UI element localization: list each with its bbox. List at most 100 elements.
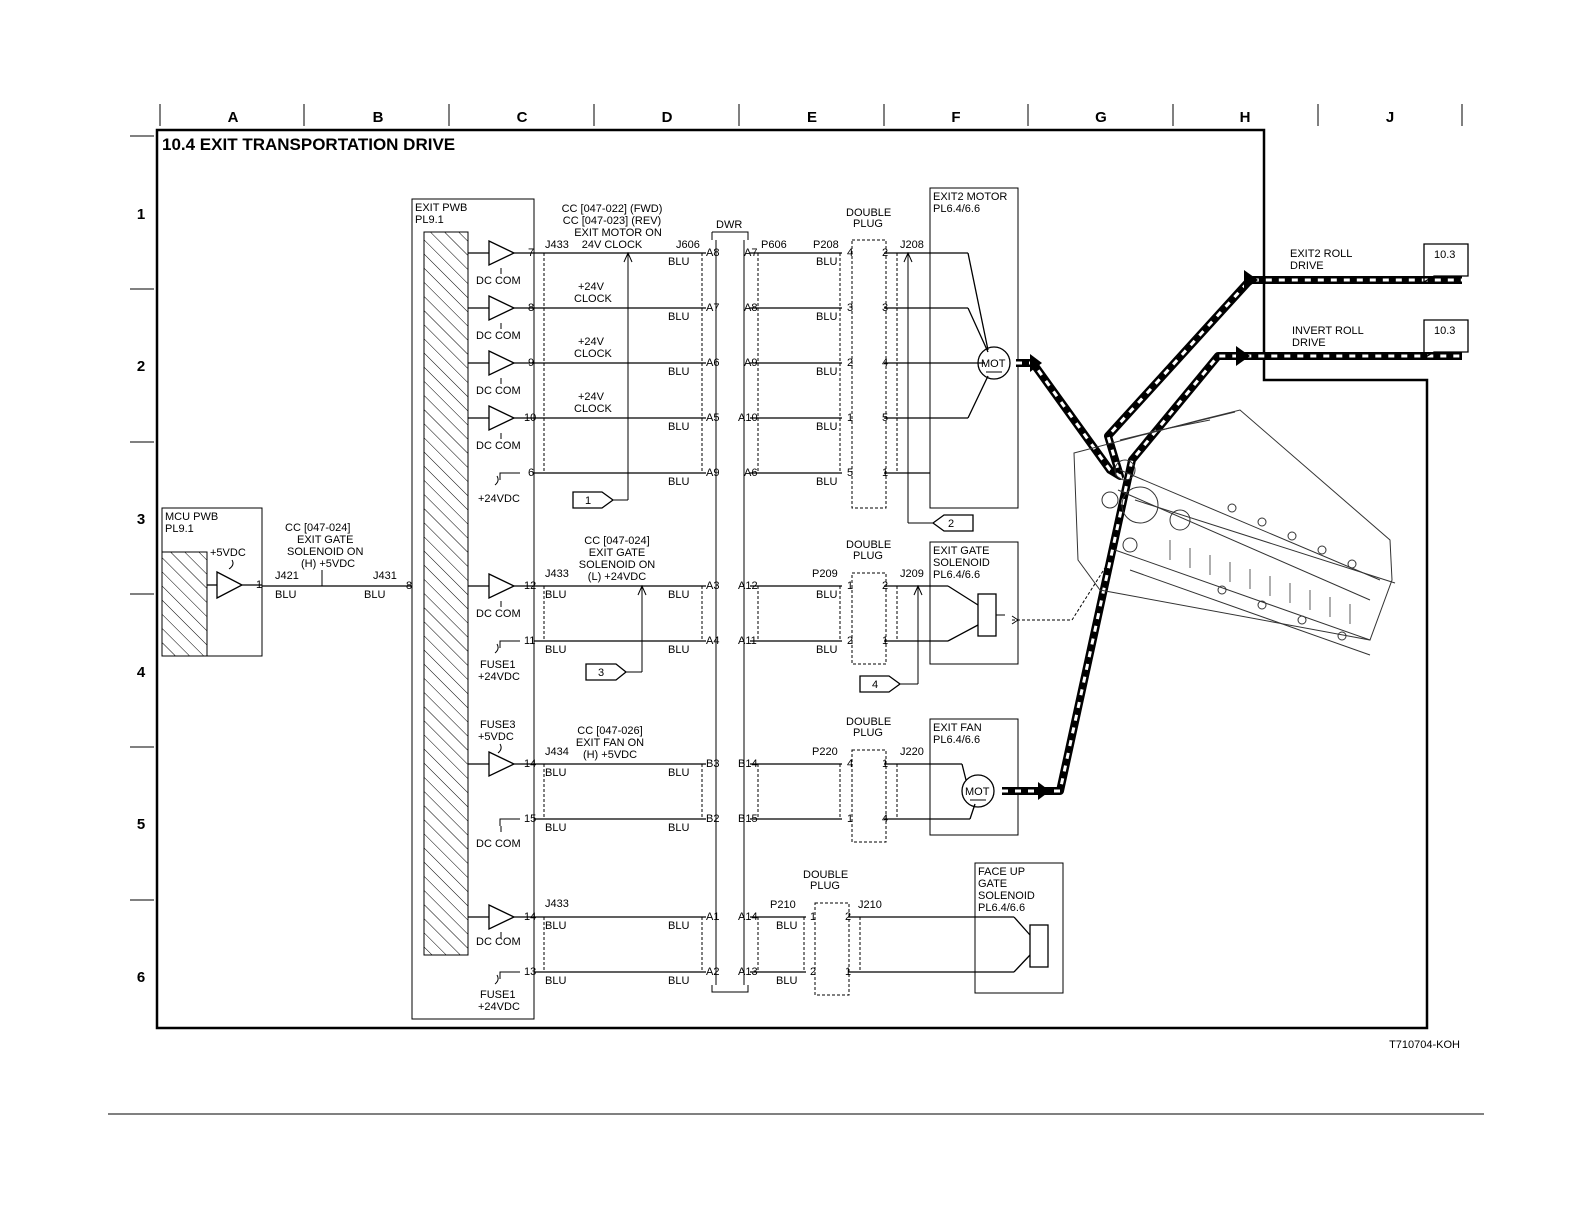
svg-text:2: 2 [882,580,888,592]
svg-text:J421: J421 [275,570,299,582]
svg-text:DOUBLE: DOUBLE [846,716,891,728]
col-label-c: C [517,109,528,126]
svg-text:P209: P209 [812,568,838,580]
svg-text:1: 1 [256,579,262,591]
svg-text:BLU: BLU [545,644,566,656]
exit-pwb: EXIT PWB PL9.1 [411,198,535,1020]
svg-text:SOLENOID: SOLENOID [933,557,990,569]
exit-transport-mechanism-illustration [1073,409,1396,656]
svg-text:PLUG: PLUG [853,727,883,739]
svg-text:PL6.4/6.6: PL6.4/6.6 [978,902,1025,914]
svg-text:24V CLOCK: 24V CLOCK [582,239,643,251]
row-label-6: 6 [137,969,145,986]
svg-text:10: 10 [524,412,536,424]
svg-text:CC [047-022] (FWD): CC [047-022] (FWD) [562,203,663,215]
svg-text:CC [047-024]: CC [047-024] [285,522,350,534]
svg-text:1: 1 [845,966,851,978]
svg-text:BLU: BLU [668,822,689,834]
svg-text:BLU: BLU [776,975,797,987]
solenoid-icon [1029,924,1049,968]
drive-path-exit2 [1016,270,1462,480]
col-label-d: D [662,109,673,126]
svg-text:BLU: BLU [816,644,837,656]
svg-text:A5: A5 [706,412,719,424]
svg-text:A13: A13 [738,966,758,978]
svg-text:(H) +5VDC: (H) +5VDC [301,558,355,570]
svg-text:1: 1 [847,580,853,592]
svg-text:P220: P220 [812,746,838,758]
svg-text:DRIVE: DRIVE [1292,337,1326,349]
svg-text:3: 3 [598,667,604,679]
svg-text:1: 1 [847,412,853,424]
driver-triangle-icon [216,570,244,600]
svg-text:PL9.1: PL9.1 [165,523,194,535]
svg-text:PLUG: PLUG [853,550,883,562]
svg-text:+24V: +24V [578,336,605,348]
svg-text:A6: A6 [706,357,719,369]
mcu-pwb: MCU PWB PL9.1 +5VDC 1 [161,507,263,657]
svg-text:BLU: BLU [776,920,797,932]
svg-text:DC COM: DC COM [476,440,521,452]
svg-text:BLU: BLU [668,589,689,601]
svg-text:DOUBLE: DOUBLE [846,207,891,219]
svg-text:A2: A2 [706,966,719,978]
svg-text:BLU: BLU [816,366,837,378]
svg-text:A9: A9 [706,467,719,479]
svg-text:14: 14 [524,758,536,770]
svg-text:EXIT FAN: EXIT FAN [933,722,982,734]
svg-text:J433: J433 [545,239,569,251]
svg-text:1: 1 [585,495,591,507]
svg-text:+24V: +24V [578,391,605,403]
col-label-f: F [951,109,960,126]
svg-text:A7: A7 [744,247,757,259]
svg-text:PL9.1: PL9.1 [415,214,444,226]
svg-text:A10: A10 [738,412,758,424]
svg-text:EXIT MOTOR ON: EXIT MOTOR ON [574,227,662,239]
svg-text:1: 1 [882,467,888,479]
solenoid-link [1012,559,1111,621]
row-ruler: 1 2 3 4 5 6 [130,135,154,986]
svg-text:BLU: BLU [275,589,296,601]
svg-text:EXIT2 MOTOR: EXIT2 MOTOR [933,191,1007,203]
row-label-3: 3 [137,511,145,528]
svg-text:A8: A8 [744,302,757,314]
drive-path-invert [1002,346,1462,800]
driver-triangle-icon [488,239,516,267]
double-plug-faceup: 1 2 2 1 [810,902,851,996]
svg-text:BLU: BLU [668,920,689,932]
svg-text:3: 3 [847,302,853,314]
svg-text:P210: P210 [770,899,796,911]
svg-text:BLU: BLU [668,366,689,378]
driver-triangle-icon [488,404,516,432]
svg-text:B14: B14 [738,758,758,770]
svg-text:BLU: BLU [816,256,837,268]
svg-text:+24VDC: +24VDC [478,493,520,505]
col-label-g: G [1095,109,1107,126]
svg-text:CLOCK: CLOCK [574,403,613,415]
row-label-4: 4 [137,664,146,681]
gate-wires [534,584,979,685]
double-plug-gate: 1 2 2 1 [847,572,888,665]
svg-text:+5VDC: +5VDC [478,731,514,743]
svg-text:CLOCK: CLOCK [574,348,613,360]
svg-text:A14: A14 [738,911,758,923]
note-3: 3 [585,663,628,681]
solenoid-icon [977,593,997,637]
driver-triangle-icon [488,572,516,600]
svg-text:DC COM: DC COM [476,936,521,948]
svg-text:DC COM: DC COM [476,838,521,850]
svg-text:BLU: BLU [668,644,689,656]
svg-text:4: 4 [847,758,853,770]
svg-text:DC COM: DC COM [476,275,521,287]
svg-text:2: 2 [882,247,888,259]
ref-invert: 10.3 [1423,319,1469,360]
svg-text:A8: A8 [706,247,719,259]
svg-text:8: 8 [406,580,412,592]
svg-text:BLU: BLU [668,476,689,488]
svg-text:7: 7 [528,247,534,259]
svg-text:FUSE1: FUSE1 [480,989,515,1001]
double-plug-motor: 4 3 2 1 5 2 3 4 5 1 [847,239,888,509]
svg-text:B3: B3 [706,758,719,770]
col-label-a: A [228,109,239,126]
